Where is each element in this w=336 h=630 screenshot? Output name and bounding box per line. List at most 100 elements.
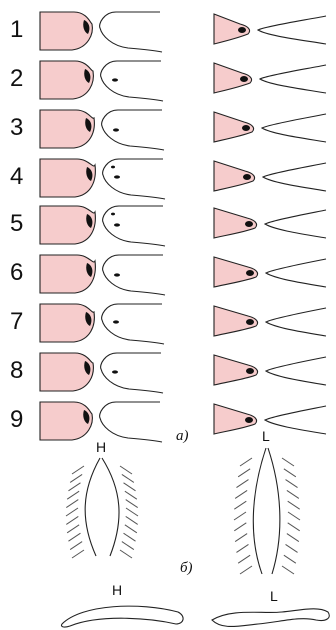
mucosa-mark xyxy=(111,166,115,169)
hatch-line xyxy=(235,490,247,498)
right-fold xyxy=(103,206,165,246)
hatch-line xyxy=(122,474,134,482)
hatch-line xyxy=(282,566,294,574)
small-contact-mark xyxy=(246,319,254,325)
small-right-fold xyxy=(262,114,326,142)
left-section-6: 6 xyxy=(10,255,165,295)
row-number-6: 6 xyxy=(10,259,23,286)
right-fold xyxy=(100,402,162,442)
hatch-line xyxy=(287,490,299,498)
hatch-line xyxy=(284,469,296,477)
hatch-line xyxy=(125,525,137,533)
left-section-4: 4 xyxy=(10,159,165,199)
hatch-line xyxy=(67,525,79,533)
right-section-2 xyxy=(214,63,326,93)
left-section-2: 2 xyxy=(10,61,163,101)
mucosa-mark xyxy=(114,273,120,276)
hatch-line xyxy=(238,555,250,563)
hatch-line xyxy=(124,483,136,491)
right-fold xyxy=(102,110,164,150)
right-fold xyxy=(102,304,164,344)
small-right-fold xyxy=(258,16,326,44)
mucosa-mark xyxy=(114,175,120,178)
left-section-9: 9 xyxy=(10,402,162,442)
hatch-line xyxy=(66,516,78,524)
mucosa-mark xyxy=(114,223,120,226)
small-contact-mark xyxy=(240,76,248,82)
mucosa-mark xyxy=(112,370,118,373)
small-right-fold xyxy=(260,65,326,93)
small-right-fold xyxy=(266,357,326,385)
mucosa-mark xyxy=(112,78,118,81)
hatch-line xyxy=(126,516,138,524)
mucosa-mark xyxy=(111,213,115,216)
hatch-line xyxy=(66,500,78,508)
hatch-line xyxy=(70,542,82,550)
panel-a-label: а) xyxy=(176,428,189,444)
left-fold xyxy=(40,110,94,148)
hatch-line xyxy=(286,544,298,552)
right-section-6 xyxy=(214,257,326,287)
row-number-3: 3 xyxy=(10,114,23,141)
hatch-line xyxy=(236,544,248,552)
left-section-3: 3 xyxy=(10,110,164,150)
hatch-line xyxy=(122,542,134,550)
row-number-1: 1 xyxy=(10,16,23,43)
small-right-fold xyxy=(263,163,326,191)
small-right-fold xyxy=(266,308,326,336)
small-contact-mark xyxy=(246,368,254,374)
hatch-line xyxy=(126,508,138,516)
small-right-fold xyxy=(266,259,326,287)
glottis-top-view-h: H xyxy=(66,439,138,558)
hatch-line xyxy=(282,458,294,466)
row-number-4: 4 xyxy=(10,163,23,190)
right-section-8 xyxy=(214,355,326,385)
hatch-line xyxy=(68,483,80,491)
hatch-line xyxy=(120,466,132,474)
profile-label-h: H xyxy=(112,582,122,598)
hatch-line xyxy=(70,474,82,482)
right-fold xyxy=(103,159,165,199)
right-section-5 xyxy=(214,208,326,238)
hatch-line xyxy=(288,512,300,520)
row-number-9: 9 xyxy=(10,406,23,433)
panel-b-label: б) xyxy=(180,560,193,576)
left-fold xyxy=(40,255,95,293)
hatch-line xyxy=(287,534,299,542)
hatch-line xyxy=(120,550,132,558)
left-section-5: 5 xyxy=(10,206,165,246)
hatch-line xyxy=(72,466,84,474)
profile-label-l: L xyxy=(270,588,278,604)
right-fold xyxy=(101,61,163,101)
hatch-line xyxy=(235,534,247,542)
row-number-7: 7 xyxy=(10,308,23,335)
hatch-line xyxy=(125,491,137,499)
profile-h: H xyxy=(61,582,183,627)
right-section-1 xyxy=(214,14,326,44)
row-number-8: 8 xyxy=(10,357,23,384)
right-column-cross-sections xyxy=(214,14,326,434)
hatch-line xyxy=(240,566,252,574)
left-fold xyxy=(40,61,93,99)
mucosa-mark xyxy=(113,320,119,323)
small-contact-mark xyxy=(238,27,246,33)
left-section-1: 1 xyxy=(10,12,162,52)
hatch-line xyxy=(67,491,79,499)
left-column-cross-sections: 1 2 3 4 5 6 7 8 9 xyxy=(10,12,165,442)
left-fold xyxy=(40,304,94,342)
hatch-line xyxy=(234,523,246,531)
left-fold xyxy=(40,12,92,50)
small-right-fold xyxy=(265,406,326,434)
hatch-line xyxy=(68,533,80,541)
hatch-line xyxy=(66,508,78,516)
hatch-line xyxy=(238,469,250,477)
profile-l: L xyxy=(212,588,329,627)
hatch-line xyxy=(124,533,136,541)
glottis-label-l: L xyxy=(262,428,270,444)
left-section-8: 8 xyxy=(10,353,163,393)
right-section-7 xyxy=(214,306,326,336)
small-contact-mark xyxy=(245,221,253,227)
left-fold xyxy=(40,402,92,440)
right-section-3 xyxy=(214,112,326,142)
